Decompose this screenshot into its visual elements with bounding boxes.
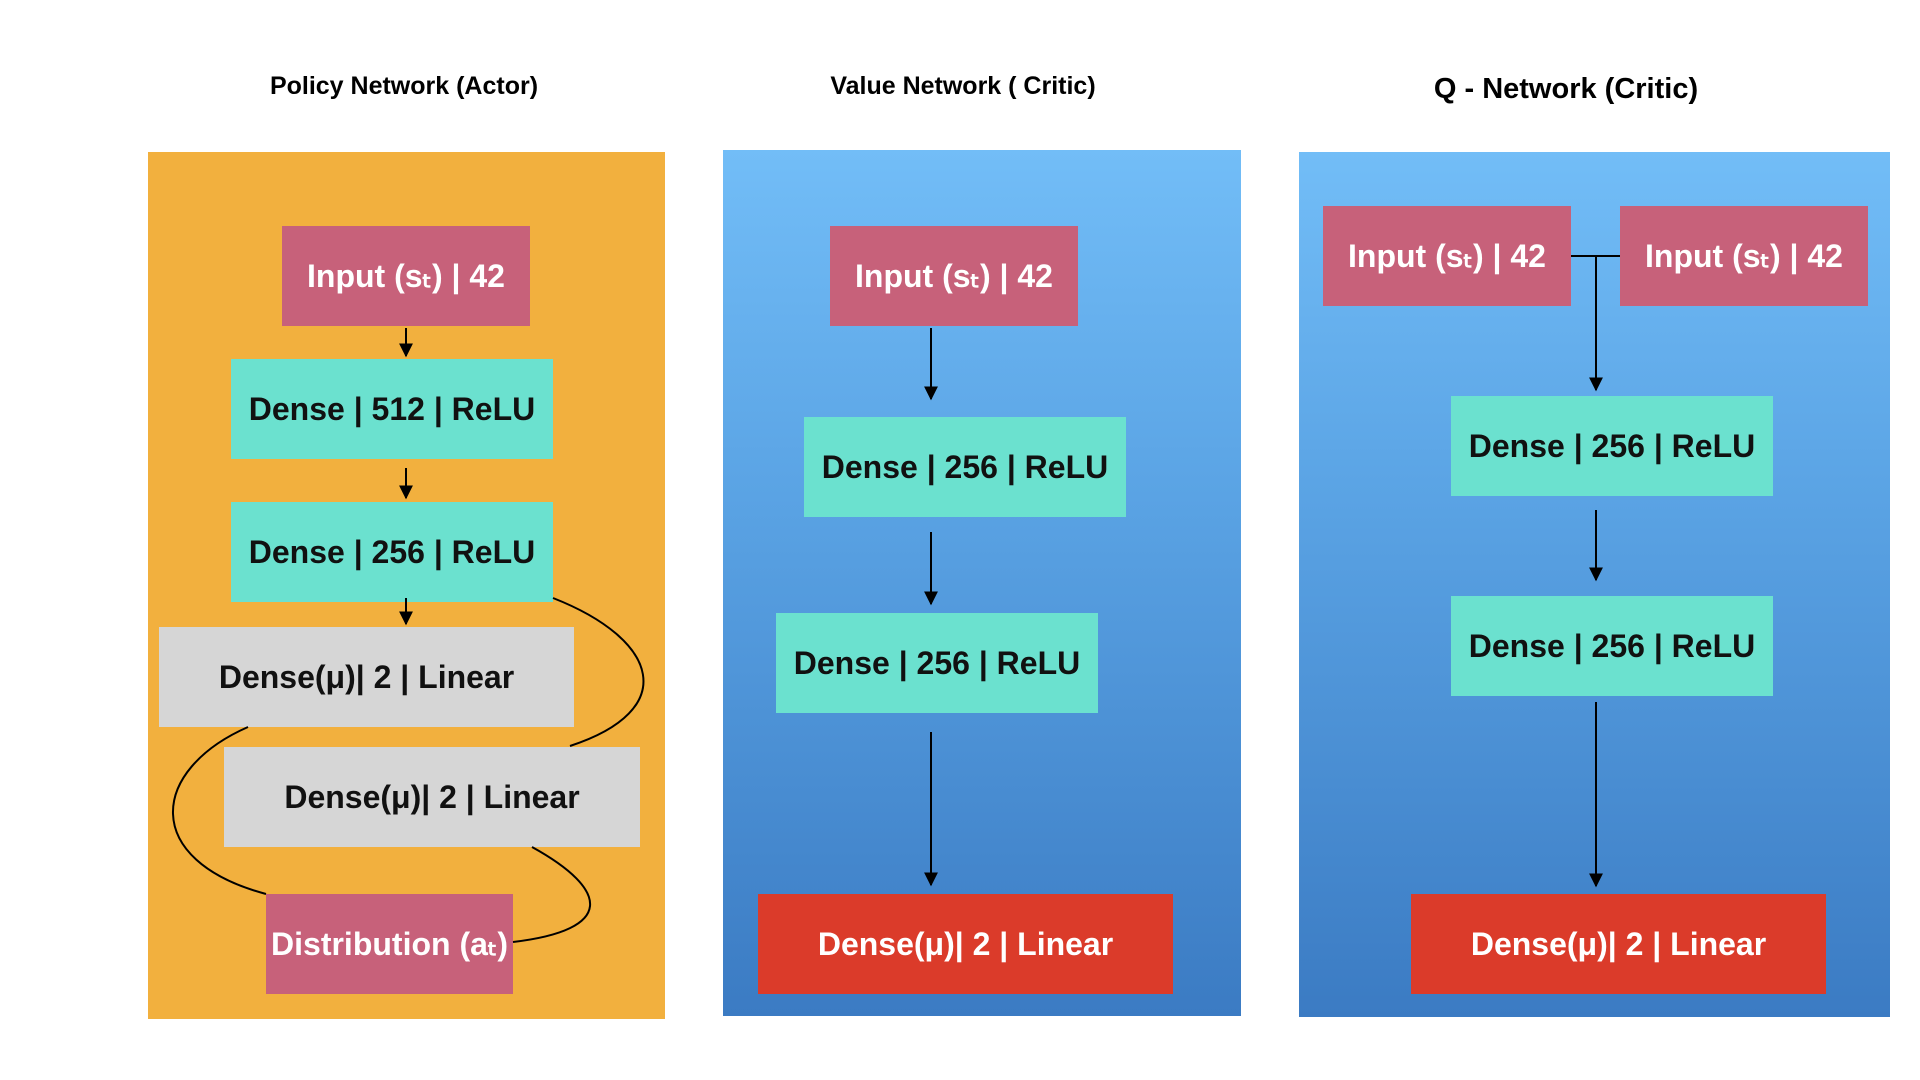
policy-dense-512-box: Dense | 512 | ReLU — [231, 359, 553, 459]
value-output-box: Dense(μ)| 2 | Linear — [758, 894, 1173, 994]
q-dense-256-box-1: Dense | 256 | ReLU — [1451, 396, 1773, 496]
q-output-box: Dense(μ)| 2 | Linear — [1411, 894, 1826, 994]
policy-mu-linear-box-2: Dense(μ)| 2 | Linear — [224, 747, 640, 847]
policy-network-title: Policy Network (Actor) — [269, 72, 539, 100]
policy-mu-linear-box-1: Dense(μ)| 2 | Linear — [159, 627, 574, 727]
value-dense-256-box-2: Dense | 256 | ReLU — [776, 613, 1098, 713]
value-network-title: Value Network ( Critic) — [830, 72, 1096, 100]
q-input-box-left: Input (sₜ) | 42 — [1323, 206, 1571, 306]
q-dense-256-box-2: Dense | 256 | ReLU — [1451, 596, 1773, 696]
policy-input-box: Input (sₜ) | 42 — [282, 226, 530, 326]
q-input-box-right: Input (sₜ) | 42 — [1620, 206, 1868, 306]
value-dense-256-box-1: Dense | 256 | ReLU — [804, 417, 1126, 517]
policy-dense-256-box: Dense | 256 | ReLU — [231, 502, 553, 602]
q-network-title: Q - Network (Critic) — [1433, 73, 1699, 105]
policy-distribution-box: Distribution (aₜ) — [266, 894, 513, 994]
value-input-box: Input (sₜ) | 42 — [830, 226, 1078, 326]
